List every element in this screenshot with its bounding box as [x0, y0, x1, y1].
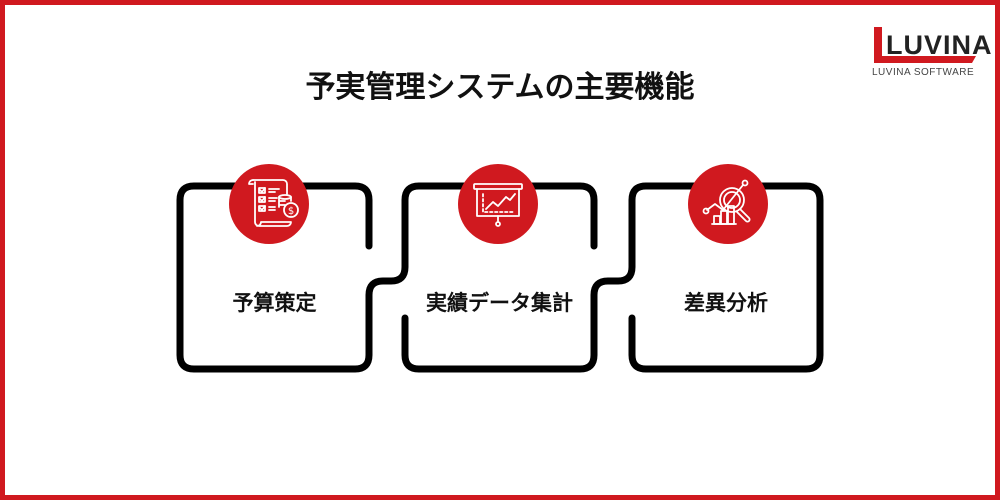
step-2-label: 実績データ集計: [426, 291, 573, 315]
step-3-icon-badge: [688, 164, 768, 244]
luvina-logo: LUVINA LUVINA SOFTWARE: [872, 22, 992, 82]
step-1-icon-badge: $: [229, 164, 309, 244]
logo-tagline: LUVINA SOFTWARE: [872, 67, 975, 78]
bar-chart-magnifier-analysis-icon: [702, 179, 751, 225]
logo-wordmark: LUVINA: [886, 30, 993, 60]
logo-mark-icon: [874, 27, 976, 63]
presentation-board-line-chart-icon: [473, 183, 523, 227]
step-3-label: 差異分析: [684, 291, 768, 315]
svg-text:$: $: [288, 206, 294, 217]
page-title: 予実管理システムの主要機能: [305, 70, 695, 105]
step-1-label: 予算策定: [232, 291, 317, 315]
budget-document-checklist-coins-icon: $: [248, 179, 299, 227]
step-2-icon-badge: [458, 164, 538, 244]
